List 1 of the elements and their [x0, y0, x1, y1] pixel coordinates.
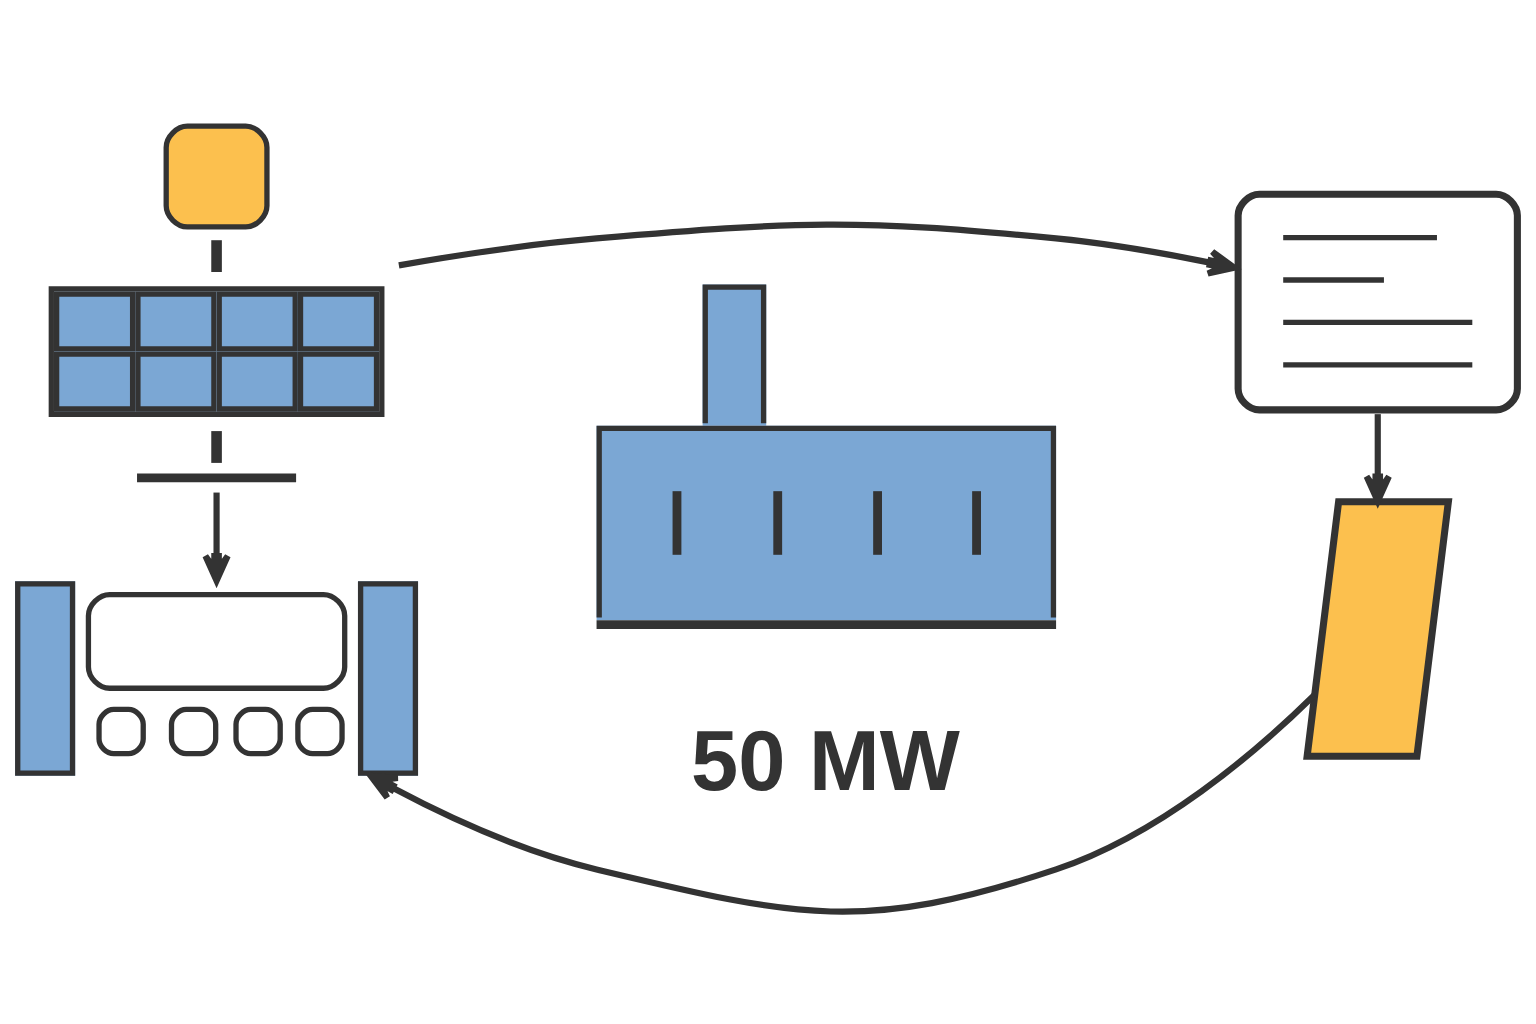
- node-label: 50 MW: [691, 712, 960, 808]
